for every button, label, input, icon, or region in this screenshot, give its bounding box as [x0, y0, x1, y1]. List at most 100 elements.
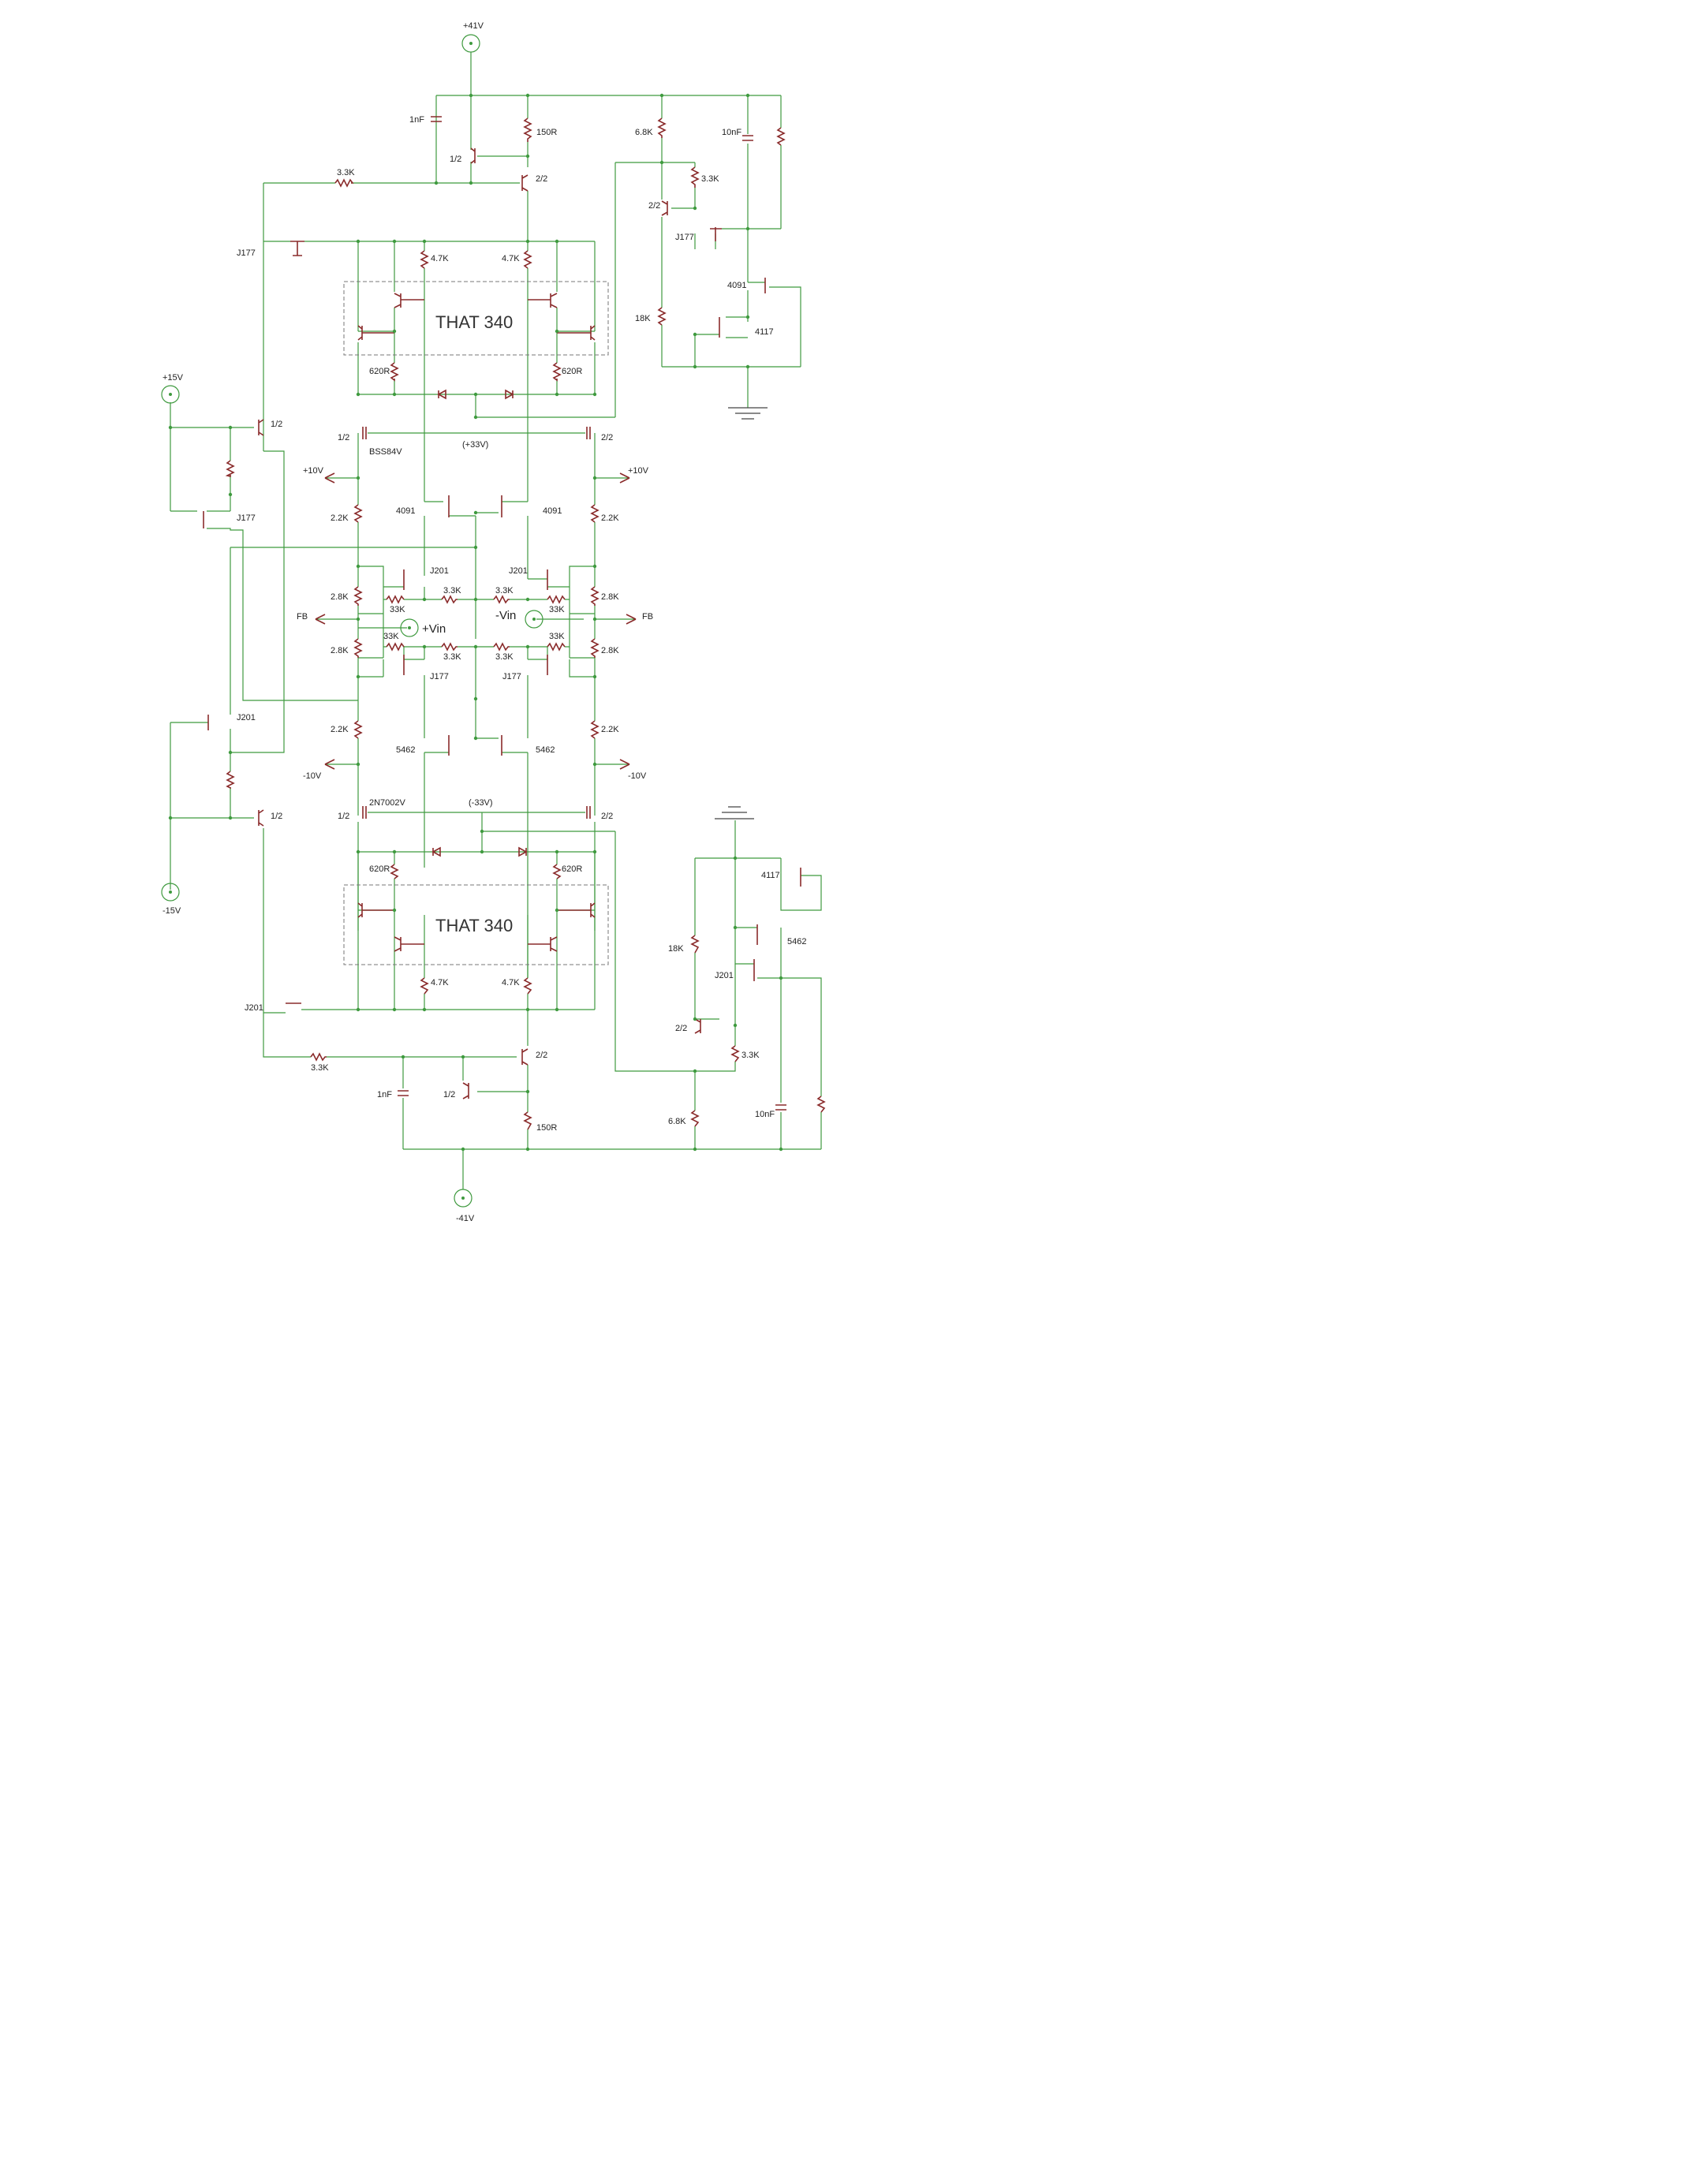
arrow-minus10v-right: [619, 759, 630, 770]
label-3k3-top: 3.3K: [337, 168, 355, 177]
mosfet-bss84v-right: [586, 427, 591, 439]
label-6k8-bottom: 6.8K: [668, 1117, 686, 1126]
resistor-6k8-bottom: [690, 1110, 700, 1127]
ground-symbols: [715, 407, 768, 819]
resistor-4k7-bot-right: [523, 977, 532, 995]
resistor-2k8-ul: [353, 586, 363, 606]
label-plus10-right: +10V: [628, 466, 649, 476]
label-j177-ll: J177: [430, 672, 449, 681]
resistor-3k3-lower-reg: [730, 1045, 740, 1062]
label-plus10-left: +10V: [303, 466, 324, 476]
label-half1-n7002-left: 1/2: [338, 812, 349, 821]
bjt-1-2-top: [470, 147, 476, 164]
resistor-3k3-bottom: [310, 1052, 327, 1062]
label-vneg15: -15V: [162, 906, 181, 916]
resistor-left-15v: [225, 460, 235, 478]
resistor-3k3-ll: [441, 642, 458, 651]
jfet-j177-upper-reg: [710, 227, 722, 241]
capacitor-1nf-top: [431, 116, 442, 122]
label-3k3-ur: 3.3K: [495, 586, 514, 595]
label-1nf-top: 1nF: [409, 115, 424, 125]
label-620r-top-left: 620R: [369, 367, 390, 376]
mosfet-bss84v-left: [362, 427, 367, 439]
resistor-150r-bottom: [523, 1111, 532, 1130]
label-4k7-top-left: 4.7K: [431, 254, 449, 263]
label-vneg41: -41V: [456, 1214, 475, 1223]
label-18k-bottom: 18K: [668, 944, 684, 954]
label-vpos41: +41V: [463, 21, 484, 31]
capacitor-10nf-top: [742, 135, 753, 141]
label-33k-ll: 33K: [383, 632, 399, 641]
arrow-plus10v-left: [324, 472, 335, 483]
resistor-2k2-ll: [353, 720, 363, 739]
label-1nf-bottom: 1nF: [377, 1090, 392, 1099]
label-33k-ul: 33K: [390, 605, 405, 614]
bjt-2-2-lower-reg: [694, 1018, 701, 1034]
label-minus10-right: -10V: [628, 771, 647, 781]
resistor-2k2-ur: [590, 504, 600, 523]
resistor-620r-bot-left: [390, 864, 399, 879]
label-fb-left: FB: [297, 612, 308, 622]
schematic-diagram: +41V -41V +15V -15V THAT 340 THAT 340 (+…: [161, 21, 826, 1223]
label-4091-right: 4091: [543, 506, 562, 516]
label-j177-top: J177: [237, 248, 256, 258]
bjt-1-2-left-bottom: [258, 809, 264, 827]
label-j201-bottom: J201: [245, 1003, 263, 1013]
label-33k-lr: 33K: [549, 632, 565, 641]
label-j177-upper-reg: J177: [675, 233, 694, 242]
label-half1-top: 1/2: [450, 155, 461, 164]
resistor-33k-ll: [386, 642, 405, 651]
resistor-3k3-ul: [441, 595, 458, 604]
label-half1-left-bottom: 1/2: [271, 812, 282, 821]
label-half2-top: 2/2: [536, 174, 547, 184]
terminals: [161, 34, 543, 1208]
label-10nf-bottom: 10nF: [755, 1110, 775, 1119]
label-minus33: (-33V): [469, 798, 493, 808]
label-3k3-ll: 3.3K: [443, 652, 461, 662]
label-4k7-bot-right: 4.7K: [502, 978, 520, 987]
label-150r-bottom: 150R: [536, 1123, 557, 1133]
label-half1-bottom: 1/2: [443, 1090, 455, 1099]
label-fb-right: FB: [642, 612, 653, 622]
that340-bottom-box: [343, 884, 609, 965]
label-2k2-ll: 2.2K: [331, 725, 349, 734]
resistor-2k2-ul: [353, 504, 363, 523]
resistor-left-neg15: [226, 771, 235, 790]
label-2n7002v: 2N7002V: [369, 798, 406, 808]
label-j201-ur: J201: [509, 566, 528, 576]
resistor-lower-right: [816, 1096, 826, 1113]
resistor-6k8-top: [657, 118, 667, 138]
label-10nf-top: 10nF: [722, 128, 741, 137]
bjt-1-2-bottom: [462, 1082, 469, 1099]
capacitor-10nf-bottom: [775, 1104, 786, 1111]
arrow-fb-right: [626, 614, 637, 625]
label-4k7-top-right: 4.7K: [502, 254, 520, 263]
bjt-1-2-left-top: [258, 419, 264, 436]
resistor-620r-top-right: [552, 362, 562, 382]
arrow-plus10v-right: [619, 472, 630, 483]
label-2k2-ul: 2.2K: [331, 513, 349, 523]
label-3k3-upper-reg: 3.3K: [701, 174, 719, 184]
label-3k3-lr: 3.3K: [495, 652, 514, 662]
resistor-2k2-lr: [590, 720, 600, 739]
resistor-upper-right: [776, 127, 786, 146]
resistor-2k8-ll: [353, 638, 363, 658]
arrow-minus10v-left: [324, 759, 335, 770]
resistor-620r-top-left: [390, 362, 399, 382]
label-plus33: (+33V): [462, 440, 488, 450]
resistor-33k-ul: [386, 595, 405, 604]
label-vin-minus: -Vin: [495, 609, 516, 622]
label-3k3-bottom: 3.3K: [311, 1063, 329, 1073]
label-j177-left: J177: [237, 513, 256, 523]
diode-bot-right: [518, 846, 528, 857]
label-4k7-bot-left: 4.7K: [431, 978, 449, 987]
label-2k8-ur: 2.8K: [601, 592, 619, 602]
resistor-33k-lr: [547, 642, 566, 651]
label-620r-bot-right: 620R: [562, 864, 582, 874]
label-half1-bss-left: 1/2: [338, 433, 349, 442]
label-half2-bottom: 2/2: [536, 1051, 547, 1060]
bjt-2-2-bottom: [521, 1048, 529, 1066]
mosfet-2n7002v-right: [586, 806, 591, 819]
label-6k8-top: 6.8K: [635, 128, 653, 137]
label-620r-bot-left: 620R: [369, 864, 390, 874]
